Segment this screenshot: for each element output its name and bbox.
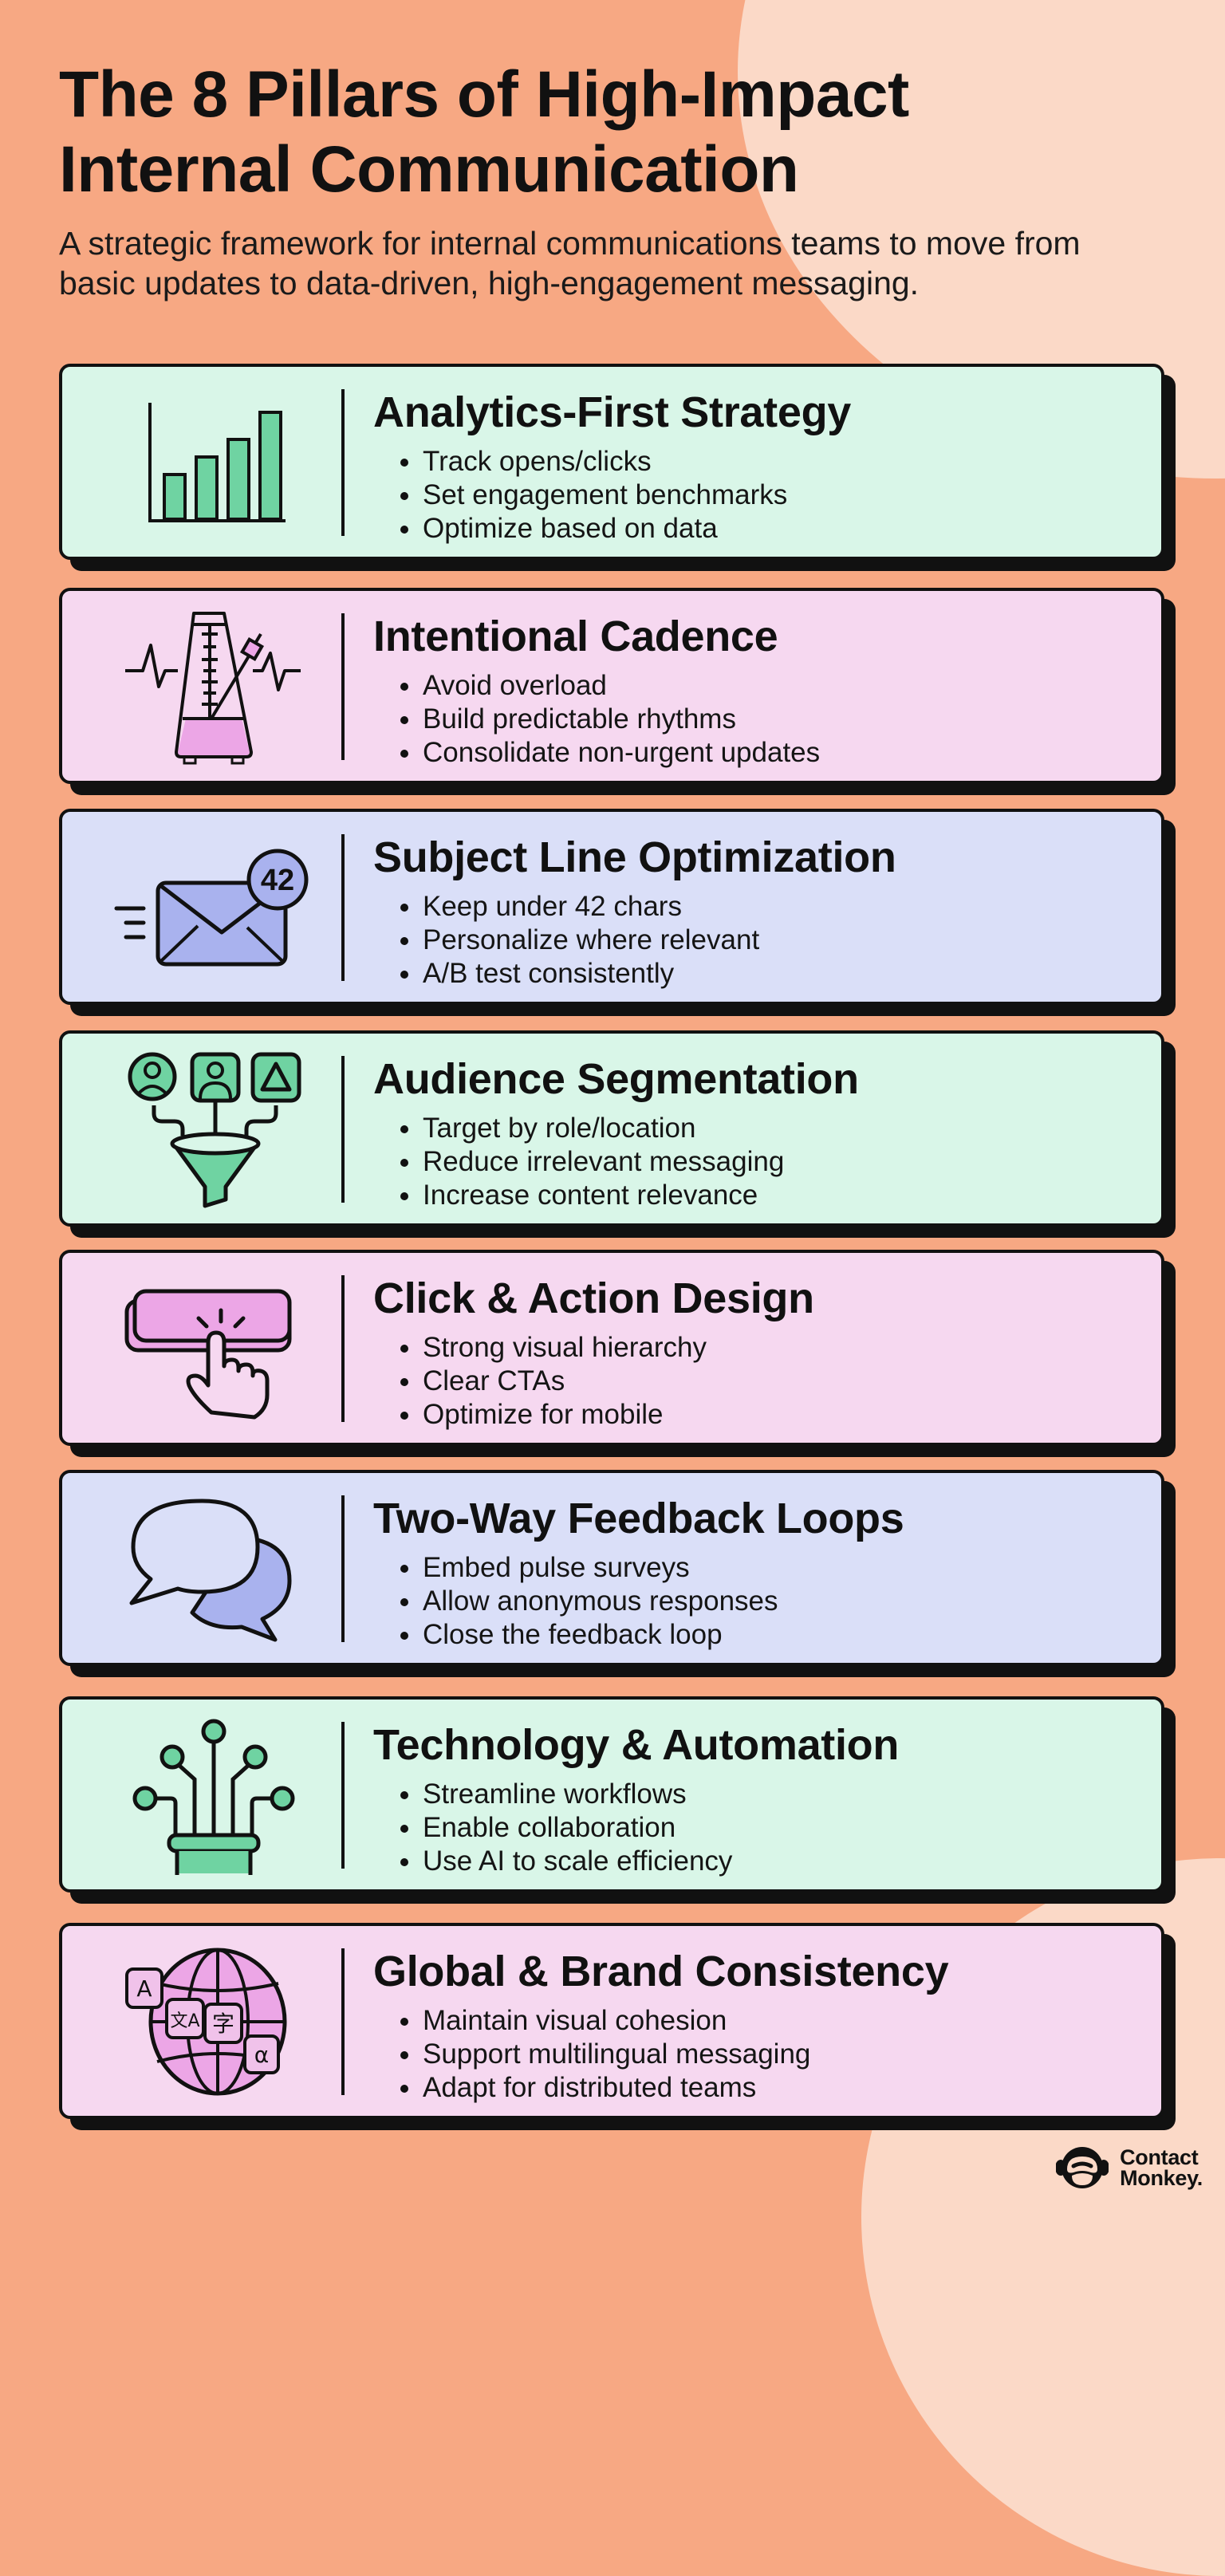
page-title: The 8 Pillars of High-Impact Internal Co…: [59, 57, 909, 207]
pillar-bullets: Keep under 42 chars Personalize where re…: [373, 890, 1137, 991]
bullet-item: Allow anonymous responses: [400, 1585, 1137, 1618]
card-divider: [341, 1948, 345, 2095]
card-divider: [341, 1495, 345, 1642]
card-divider: [341, 1275, 345, 1422]
card-divider: [341, 834, 345, 981]
button-click-icon: [94, 1270, 333, 1427]
bullet-item: Support multilingual messaging: [400, 2038, 1137, 2071]
bullet-item: Target by role/location: [400, 1112, 1137, 1145]
pillar-title: Intentional Cadence: [373, 612, 778, 660]
bullet-item: Reduce irrelevant messaging: [400, 1145, 1137, 1179]
bullet-item: Close the feedback loop: [400, 1618, 1137, 1652]
globe-translate-icon: A 文A 字 α: [94, 1944, 333, 2100]
svg-text:A: A: [136, 1975, 152, 2002]
bullet-item: Strong visual hierarchy: [400, 1331, 1137, 1365]
pillar-card-technology: Technology & Automation Streamline workf…: [59, 1696, 1164, 1893]
bullet-item: Build predictable rhythms: [400, 703, 1137, 736]
pillar-title: Click & Action Design: [373, 1274, 814, 1322]
speech-bubbles-icon: [94, 1491, 333, 1647]
bullet-item: Streamline workflows: [400, 1778, 1137, 1811]
monkey-logo-icon: [1056, 2147, 1109, 2188]
pillar-title: Subject Line Optimization: [373, 833, 896, 881]
circuit-network-icon: [94, 1717, 333, 1875]
bullet-item: Avoid overload: [400, 669, 1137, 703]
pillar-title: Analytics-First Strategy: [373, 388, 851, 436]
bullet-item: Use AI to scale efficiency: [400, 1845, 1137, 1878]
bullet-item: Enable collaboration: [400, 1811, 1137, 1845]
bullet-item: Optimize for mobile: [400, 1398, 1137, 1432]
pillar-bullets: Target by role/location Reduce irrelevan…: [373, 1112, 1137, 1212]
pillar-title: Technology & Automation: [373, 1721, 900, 1769]
bullet-item: Embed pulse surveys: [400, 1551, 1137, 1585]
svg-text:文A: 文A: [170, 2011, 199, 2031]
bullet-item: Adapt for distributed teams: [400, 2071, 1137, 2105]
pillar-bullets: Strong visual hierarchy Clear CTAs Optim…: [373, 1331, 1137, 1432]
bar-chart-icon: [94, 384, 333, 541]
pillar-title: Two-Way Feedback Loops: [373, 1495, 904, 1542]
pillar-card-feedback: Two-Way Feedback Loops Embed pulse surve…: [59, 1470, 1164, 1666]
pillar-bullets: Track opens/clicks Set engagement benchm…: [373, 445, 1137, 546]
pillar-title: Audience Segmentation: [373, 1055, 859, 1103]
svg-text:α: α: [254, 2042, 269, 2068]
metronome-icon: [94, 609, 333, 765]
svg-text:42: 42: [261, 864, 294, 897]
pillar-title: Global & Brand Consistency: [373, 1948, 949, 1995]
pillar-card-click-action: Click & Action Design Strong visual hier…: [59, 1250, 1164, 1446]
pillar-card-subject-line: 42 Subject Line Optimization Keep under …: [59, 809, 1164, 1005]
bullet-item: Keep under 42 chars: [400, 890, 1137, 924]
title-line-1: The 8 Pillars of High-Impact: [59, 58, 909, 131]
card-divider: [341, 1056, 345, 1203]
bullet-item: Increase content relevance: [400, 1179, 1137, 1212]
logo-line-2: Monkey.: [1120, 2166, 1203, 2190]
title-line-2: Internal Communication: [59, 133, 799, 206]
bullet-item: Optimize based on data: [400, 512, 1137, 546]
pillar-card-analytics: Analytics-First Strategy Track opens/cli…: [59, 364, 1164, 560]
pillar-card-global: A 文A 字 α Global & Brand Consistency Main…: [59, 1923, 1164, 2119]
contactmonkey-logo: Contact Monkey.: [1056, 2145, 1203, 2190]
pillar-bullets: Streamline workflows Enable collaboratio…: [373, 1778, 1137, 1878]
card-divider: [341, 613, 345, 760]
page-subtitle: A strategic framework for internal commu…: [59, 225, 1081, 301]
bullet-item: Maintain visual cohesion: [400, 2004, 1137, 2038]
bullet-item: A/B test consistently: [400, 957, 1137, 991]
envelope-badge-icon: 42: [94, 829, 333, 986]
audience-funnel-icon: [94, 1051, 333, 1208]
bullet-item: Consolidate non-urgent updates: [400, 736, 1137, 770]
pillar-bullets: Maintain visual cohesion Support multili…: [373, 2004, 1137, 2105]
bullet-item: Set engagement benchmarks: [400, 479, 1137, 512]
svg-text:字: 字: [212, 2011, 234, 2037]
bullet-item: Clear CTAs: [400, 1365, 1137, 1398]
pillar-bullets: Embed pulse surveys Allow anonymous resp…: [373, 1551, 1137, 1652]
card-divider: [341, 389, 345, 536]
logo-line-1: Contact: [1120, 2145, 1199, 2169]
pillar-card-segmentation: Audience Segmentation Target by role/loc…: [59, 1030, 1164, 1227]
card-divider: [341, 1722, 345, 1869]
bullet-item: Track opens/clicks: [400, 445, 1137, 479]
bullet-item: Personalize where relevant: [400, 924, 1137, 957]
pillar-card-cadence: Intentional Cadence Avoid overload Build…: [59, 588, 1164, 784]
pillar-bullets: Avoid overload Build predictable rhythms…: [373, 669, 1137, 770]
